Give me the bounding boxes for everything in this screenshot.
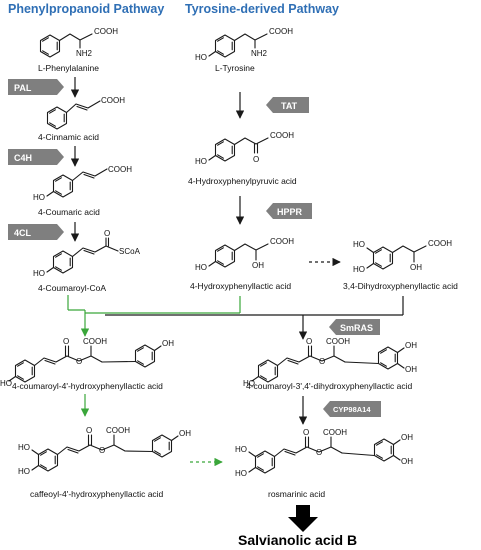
c34dhpla-o-ester-label: O	[319, 357, 325, 366]
tyr-nh2-label: NH2	[251, 49, 268, 58]
dhpla-ho-top-label: HO	[353, 240, 365, 249]
rosmarinic-label: rosmarinic acid	[268, 489, 325, 499]
hppa-label: 4-Hydroxyphenylpyruvic acid	[188, 176, 297, 186]
rosmarinic-o-carbonyl-label: O	[303, 428, 309, 437]
dhpla-cooh-label: COOH	[428, 239, 452, 248]
c34dhpla-structure: HO O O COOH OH OH	[243, 337, 417, 388]
hpla-ho-label: HO	[195, 263, 207, 272]
caffeoyl-o-carbonyl-label: O	[86, 426, 92, 435]
coumaroylcoa-ho-label: HO	[33, 269, 45, 278]
hpla-cooh-label: COOH	[270, 237, 294, 246]
phenylalanine-label: L-Phenylalanine	[38, 63, 99, 73]
hppa-ho-label: HO	[195, 157, 207, 166]
coumaric-ho-label: HO	[33, 193, 45, 202]
coumaroylcoa-o-label: O	[104, 229, 110, 238]
cyp98a14-enzyme-tag	[323, 401, 381, 417]
tyr-ho-label: HO	[195, 53, 207, 62]
caffeoyl-label: caffeoyl-4'-hydroxyphenyllactic acid	[30, 489, 164, 499]
c4hpla-o-carbonyl-label: O	[63, 337, 69, 346]
c4h-enzyme-label: C4H	[14, 153, 32, 163]
c34dhpla-cooh-label: COOH	[326, 337, 350, 346]
tyrosine-structure: COOH NH2 HO	[195, 27, 293, 62]
rosmarinic-ho-bottom-label: HO	[235, 469, 247, 478]
rosmarinic-structure: HO HO O O COOH OH OH	[235, 428, 413, 478]
caffeoyl-ho-bottom-label: HO	[18, 467, 30, 476]
dhpla-structure: COOH OH HO HO	[353, 239, 452, 274]
coumaroyl-coa-structure: O SCoA HO	[33, 229, 141, 278]
coumaric-cooh-label: COOH	[108, 165, 132, 174]
c4hpla-ho-label: HO	[0, 379, 12, 388]
tyrosine-label: L-Tyrosine	[215, 63, 255, 73]
tyr-cooh-label: COOH	[269, 27, 293, 36]
caffeoyl-cooh-label: COOH	[106, 426, 130, 435]
caffeoyl-ho-top-label: HO	[18, 443, 30, 452]
rosmarinic-o-ester-label: O	[316, 448, 322, 457]
phe-cooh-label: COOH	[94, 27, 118, 36]
coumaroylcoa-scoa-label: SCoA	[119, 247, 141, 256]
tyrosine-pathway-title: Tyrosine-derived Pathway	[185, 2, 339, 16]
c4hpla-structure: HO O O COOH OH	[0, 337, 174, 388]
pal-enzyme-tag	[8, 79, 64, 95]
caffeoyl-structure: HO HO O O COOH OH	[18, 426, 191, 476]
green-convergence-lines	[67, 295, 241, 337]
dhpla-ho-bottom-label: HO	[353, 265, 365, 274]
c4h-enzyme-tag	[8, 149, 64, 165]
hppa-o-label: O	[253, 155, 259, 164]
hpla-structure: COOH OH HO	[195, 237, 294, 272]
coumaric-acid-structure: COOH HO	[33, 165, 132, 202]
c34dhpla-oh-top-label: OH	[405, 341, 417, 350]
c4hpla-o-ester-label: O	[76, 357, 82, 366]
phenylpropanoid-pathway-title: Phenylpropanoid Pathway	[8, 2, 164, 16]
hppr-enzyme-label: HPPR	[277, 207, 303, 217]
caffeoyl-o-ester-label: O	[99, 446, 105, 455]
salvianolic-acid-b-label: Salvianolic acid B	[238, 532, 357, 548]
4cl-enzyme-label: 4CL	[14, 228, 32, 238]
c34dhpla-ho-label: HO	[243, 379, 255, 388]
cinnamic-cooh-label: COOH	[101, 96, 125, 105]
phe-nh2-label: NH2	[76, 49, 93, 58]
hpla-label: 4-Hydroxyphenyllactic acid	[190, 281, 291, 291]
rosmarinic-oh-bottom-label: OH	[401, 457, 413, 466]
hppa-cooh-label: COOH	[270, 131, 294, 140]
rosmarinic-oh-top-label: OH	[401, 433, 413, 442]
hppr-enzyme-tag	[266, 203, 312, 219]
c34dhpla-label: 4-coumaroyl-3',4'-dihydroxyphenyllactic …	[246, 381, 413, 391]
c4hpla-oh-label: OH	[162, 339, 174, 348]
hppa-structure: COOH O HO	[195, 131, 294, 166]
c34dhpla-oh-bottom-label: OH	[405, 365, 417, 374]
smras-enzyme-label: SmRAS	[340, 323, 373, 333]
cinnamic-acid-label: 4-Cinnamic acid	[38, 132, 99, 142]
4cl-enzyme-tag	[8, 224, 64, 240]
phenylalanine-structure: COOH NH2	[39, 27, 118, 58]
c4hpla-cooh-label: COOH	[83, 337, 107, 346]
hpla-oh-label: OH	[252, 261, 264, 270]
dhpla-label: 3,4-Dihydroxyphenyllactic acid	[343, 281, 458, 291]
pal-enzyme-label: PAL	[14, 83, 32, 93]
black-convergence-lines	[105, 296, 404, 340]
cyp98a14-enzyme-label: CYP98A14	[333, 405, 371, 414]
rosmarinic-cooh-label: COOH	[323, 428, 347, 437]
smras-enzyme-tag	[329, 319, 380, 335]
c34dhpla-o-carbonyl-label: O	[306, 337, 312, 346]
thick-arrow-to-salvianolic	[288, 505, 318, 532]
coumaric-acid-label: 4-Coumaric acid	[38, 207, 100, 217]
cinnamic-acid-structure: COOH	[46, 96, 125, 130]
dhpla-oh-label: OH	[410, 263, 422, 272]
rosmarinic-ho-top-label: HO	[235, 445, 247, 454]
c4hpla-label: 4-coumaroyl-4'-hydroxyphenyllactic acid	[12, 381, 163, 391]
tat-enzyme-label: TAT	[281, 101, 298, 111]
coumaroyl-coa-label: 4-Coumaroyl-CoA	[38, 283, 106, 293]
tat-enzyme-tag	[266, 97, 309, 113]
caffeoyl-oh-label: OH	[179, 429, 191, 438]
